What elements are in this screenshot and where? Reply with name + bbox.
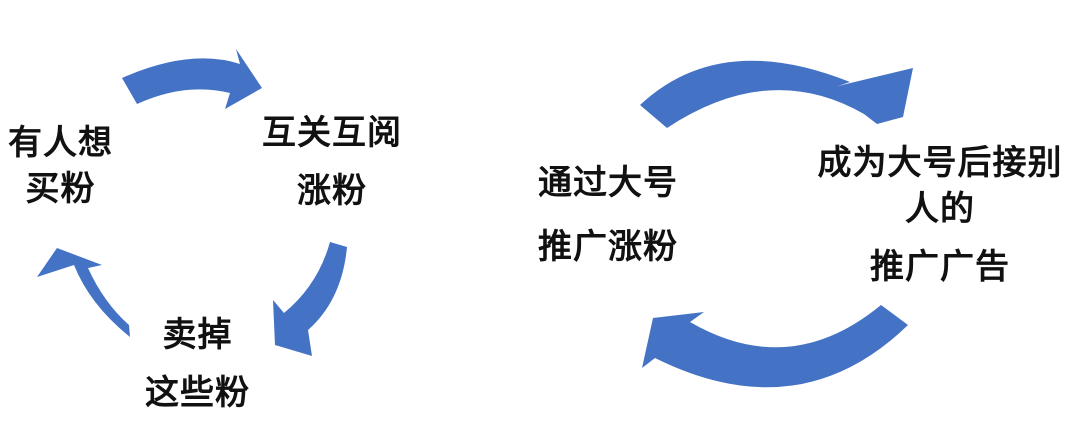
- node-line: 涨粉: [297, 171, 367, 211]
- node-mutual-follow: 互关互阅 涨粉: [262, 110, 402, 214]
- node-line: 卖掉: [162, 315, 233, 355]
- node-take-ads: 成为大号后接别 人的 推广广告: [800, 140, 1080, 290]
- arrow-sell-to-buy: [37, 248, 130, 337]
- node-line: 有人想: [8, 123, 113, 163]
- node-line: 推广广告: [870, 247, 1010, 287]
- node-line: 通过大号: [538, 163, 678, 203]
- arrow-ads-to-promote: [642, 305, 908, 388]
- node-line: 成为大号后接别: [817, 143, 1063, 183]
- arrow-mutual-to-sell: [273, 242, 347, 356]
- node-promote-via-big-account: 通过大号 推广涨粉: [538, 160, 678, 270]
- node-line: 推广涨粉: [538, 227, 678, 267]
- node-line: 这些粉: [145, 373, 250, 413]
- arrow-promote-to-ads: [640, 60, 913, 128]
- arrow-buy-to-mutual: [122, 49, 262, 109]
- node-sell-fans: 卖掉 这些粉: [145, 312, 250, 416]
- node-line: 买粉: [25, 169, 96, 209]
- node-line: 人的: [905, 189, 975, 229]
- node-buy-fans: 有人想 买粉: [8, 120, 113, 212]
- node-line: 互关互阅: [262, 113, 402, 153]
